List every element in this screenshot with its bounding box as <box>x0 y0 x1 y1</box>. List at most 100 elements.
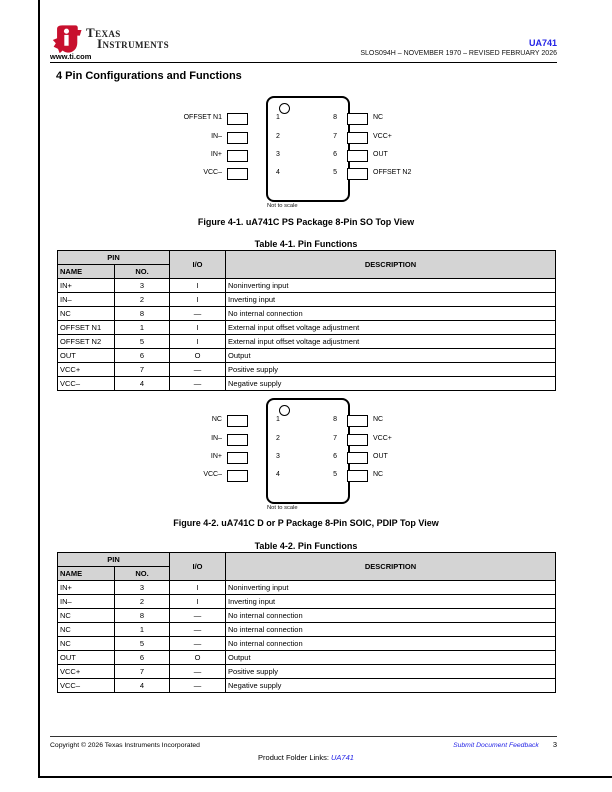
pin-number: 6 <box>333 151 337 158</box>
pin-description: Inverting input <box>225 594 557 609</box>
product-folder-part-link[interactable]: UA741 <box>331 753 354 762</box>
pin-diagram-figure-4-2: NC 1 8 NC IN– 2 7 VCC+ IN+ 3 6 OUT VCC– … <box>176 398 436 516</box>
pin-io: I <box>169 334 227 349</box>
pin-io: I <box>169 580 227 595</box>
pin-number: 2 <box>276 435 280 442</box>
pin-lead <box>227 452 248 464</box>
pin-name: OFFSET N2 <box>57 334 115 349</box>
ti-wordmark-instruments: Instruments <box>97 36 169 51</box>
pin-lead <box>347 415 368 427</box>
pin-io: — <box>169 608 227 623</box>
table-header-row: PIN I/O DESCRIPTION <box>56 552 557 581</box>
pin-description: Output <box>225 348 557 363</box>
pin-io: — <box>169 622 227 637</box>
pin-lead <box>347 452 368 464</box>
pin-lead <box>347 168 368 180</box>
pin-description: No internal connection <box>225 608 557 623</box>
pin-lead <box>227 415 248 427</box>
table-row: VCC–4—Negative supply <box>57 376 557 391</box>
pin-description: External input offset voltage adjustment <box>225 320 557 335</box>
pin-number: 3 <box>276 151 280 158</box>
pin-io: — <box>169 376 227 391</box>
column-header-no: NO. <box>113 566 171 581</box>
pin-no: 2 <box>113 594 171 609</box>
header-rule <box>50 62 557 63</box>
figure-4-2-caption: Figure 4-2. uA741C D or P Package 8-Pin … <box>173 518 439 528</box>
pin-lead <box>227 470 248 482</box>
footer: Copyright © 2026 Texas Instruments Incor… <box>50 740 557 749</box>
pin-no: 8 <box>113 608 171 623</box>
pin-description: Positive supply <box>225 362 557 377</box>
pin-name: VCC– <box>57 678 115 693</box>
table-row: VCC+7—Positive supply <box>57 362 557 377</box>
pin-number: 6 <box>333 453 337 460</box>
pin-io: — <box>169 678 227 693</box>
pin-no: 7 <box>113 362 171 377</box>
table-header-row: NAME NO. <box>57 264 556 279</box>
pin-name: OUT <box>57 650 115 665</box>
pin-label: NC <box>211 416 222 423</box>
pin-lead <box>227 113 248 125</box>
pin-description: Negative supply <box>225 376 557 391</box>
pin-no: 1 <box>113 320 171 335</box>
pin-label: OUT <box>373 151 388 158</box>
doc-revision-line: SLOS094H – NOVEMBER 1970 – REVISED FEBRU… <box>360 50 557 57</box>
pin-label: NC <box>373 471 384 478</box>
pin-label: OFFSET N1 <box>183 114 222 121</box>
pin-name: NC <box>57 622 115 637</box>
pin-label: IN– <box>211 435 222 442</box>
pin-lead <box>347 470 368 482</box>
pin-io: — <box>169 362 227 377</box>
pin-diagram-figure-4-1: OFFSET N1 1 8 NC IN– 2 7 VCC+ IN+ 3 6 OU… <box>176 96 436 214</box>
pin-description: No internal connection <box>225 622 557 637</box>
pin-name: IN– <box>57 292 115 307</box>
column-header-description: DESCRIPTION <box>225 552 557 581</box>
pin-no: 6 <box>113 650 171 665</box>
column-header-name: NAME <box>57 566 115 581</box>
pin-number: 3 <box>276 453 280 460</box>
ti-wordmark-texas: Texas <box>86 25 121 40</box>
ti-wordmark: Texas Instruments <box>86 25 169 51</box>
pin-no: 5 <box>113 636 171 651</box>
table-4-1-title: Table 4-1. Pin Functions <box>254 239 358 249</box>
pin-no: 8 <box>113 306 171 321</box>
pin-io: I <box>169 320 227 335</box>
not-to-scale-note: Not to scale <box>267 203 298 209</box>
pin-description: Inverting input <box>225 292 557 307</box>
pin-name: IN+ <box>57 278 115 293</box>
ic-package-outline <box>266 96 350 202</box>
pin-name: VCC– <box>57 376 115 391</box>
pin-name: OUT <box>57 348 115 363</box>
pin-number: 8 <box>333 114 337 121</box>
column-header-description: DESCRIPTION <box>225 250 557 279</box>
pin-name: NC <box>57 636 115 651</box>
ti-website-link[interactable]: www.ti.com <box>50 52 92 61</box>
pin-io: O <box>169 650 227 665</box>
pin-name: VCC+ <box>57 362 115 377</box>
pin-number: 2 <box>276 133 280 140</box>
product-folder-links: Product Folder Links: UA741 <box>0 753 612 762</box>
pin-number: 4 <box>276 471 280 478</box>
pin-number: 5 <box>333 169 337 176</box>
pin-io: — <box>169 306 227 321</box>
ic-package-outline <box>266 398 350 504</box>
table-4-2-title: Table 4-2. Pin Functions <box>254 541 358 551</box>
copyright-notice: Copyright © 2026 Texas Instruments Incor… <box>50 742 200 749</box>
pin-lead <box>347 434 368 446</box>
pin-io: I <box>169 594 227 609</box>
pin-lead <box>347 113 368 125</box>
submit-document-feedback-link[interactable]: Submit Document Feedback <box>453 742 539 749</box>
footer-rule <box>50 736 557 737</box>
page-border-bottom <box>38 776 612 778</box>
column-header-pin: PIN <box>56 552 171 567</box>
pin-description: No internal connection <box>225 306 557 321</box>
